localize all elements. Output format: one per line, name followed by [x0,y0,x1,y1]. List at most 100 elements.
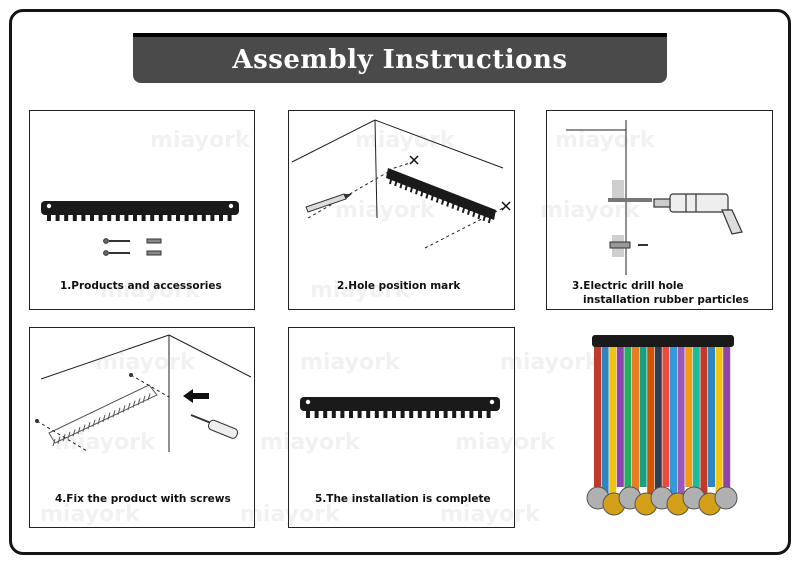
hook [409,183,414,193]
ribbon [715,347,723,495]
ribbon [609,347,617,503]
hook [117,407,121,415]
drill-bit-icon [608,198,652,202]
step-1-panel [29,110,255,310]
hook [420,188,425,197]
hook [132,400,136,408]
ribbon [616,347,624,487]
hook [72,213,77,221]
hook [451,200,456,209]
ribbon [723,347,731,503]
hook [392,409,396,418]
hook [55,213,60,221]
hook [357,409,362,418]
hook [456,202,461,211]
ribbon [692,347,700,495]
hook [349,409,353,418]
step-5-caption: 5.The installation is complete [315,493,491,505]
hook [147,393,151,401]
ribbon [685,347,693,487]
rubber-anchor-icon [609,241,648,249]
hook [487,214,492,224]
hook [374,409,379,418]
hook [415,186,419,195]
ribbon [624,347,632,495]
hook [82,424,86,432]
hook [404,181,409,191]
hook [400,409,405,418]
hole-position-mark-illustration [291,119,511,249]
hook [383,409,388,418]
hook [115,213,120,221]
hook [167,213,172,221]
ribbon [654,347,662,503]
hook [57,436,61,444]
hook [399,179,404,189]
hook [323,409,328,418]
hook [81,213,86,221]
ribbon [700,347,708,503]
hook [472,208,477,218]
hook [441,196,445,205]
hook [107,412,111,420]
hook [227,213,232,221]
hook [47,213,51,221]
hook [314,409,319,418]
hook [158,213,163,221]
electric-drill-icon [653,193,743,235]
hook [193,213,198,221]
hook [72,429,76,437]
hook [122,405,126,413]
step-2-caption: 2.Hole position mark [337,280,461,292]
hook [478,409,482,418]
hook [176,213,180,221]
ribbon [639,347,647,487]
arrow-left-icon [183,389,209,403]
hook [306,409,310,418]
ribbon [662,347,670,487]
step-4-panel [29,327,255,528]
hook [460,409,465,418]
step-5-panel [288,327,515,528]
drill-hole-illustration [566,120,743,275]
ribbon [708,347,715,487]
hook [52,438,56,447]
hook [77,426,81,435]
hook [150,213,155,221]
hook [124,213,129,221]
hook [477,210,482,220]
hook [112,410,116,418]
hook [435,194,440,203]
hook [452,409,457,418]
hook [461,204,466,213]
hook [64,213,69,221]
medal-hanger-with-medals-icon [586,335,738,516]
hook [133,213,137,221]
hook [467,206,471,215]
hook [219,213,223,221]
product-and-accessories-illustration [41,201,239,256]
step-3-panel [546,110,773,310]
hook [107,213,112,221]
hook [443,409,448,418]
hook [430,192,435,201]
step-2-panel [288,110,515,310]
hook [446,198,451,207]
hook [435,409,439,418]
hook [127,402,131,411]
hook [210,213,215,221]
hook [366,409,371,418]
hook [137,398,141,406]
hook [417,409,422,418]
hook [67,431,71,439]
hook [141,213,146,221]
hook [97,417,101,425]
step-3-caption-line-2: installation rubber particles [583,294,749,306]
hook [486,409,491,418]
hook [201,213,206,221]
hook [331,409,336,418]
screwdriver-icon [190,414,239,439]
ribbon [601,347,609,495]
ribbon [677,347,685,503]
hook [92,419,96,427]
